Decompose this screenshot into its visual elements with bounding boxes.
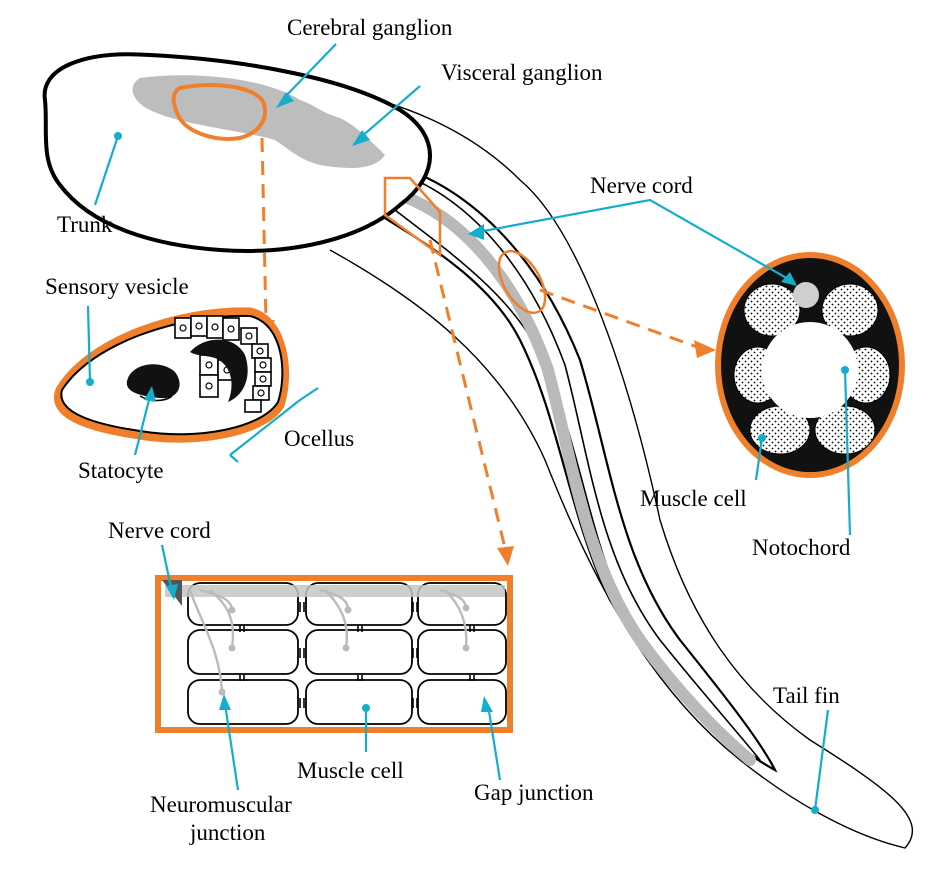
callout-cerebral-ganglion	[281, 43, 337, 101]
ocellus-bracket	[229, 387, 319, 463]
callout-statocyte	[133, 395, 152, 456]
callout-nerve-cord-bottom	[160, 544, 174, 593]
callout-gap-junction	[486, 704, 502, 781]
label-statocyte: Statocyte	[78, 458, 164, 483]
label-notochord: Notochord	[752, 535, 851, 560]
cross-section-panel	[715, 252, 905, 478]
arrow-to-cross-section	[539, 288, 701, 350]
callout-sensory-vesicle	[86, 305, 92, 383]
label-tail-fin: Tail fin	[773, 683, 840, 708]
callout-sensory-vesicle-dot	[86, 378, 94, 386]
label-gap-junction: Gap junction	[474, 780, 594, 805]
ganglion-mass	[132, 75, 385, 168]
callout-nerve-cord-top	[477, 198, 791, 281]
nerve-cord-section	[793, 282, 819, 308]
label-nerve-cord-bottom: Nerve cord	[108, 518, 211, 543]
callout-muscle-cell-right-dot	[758, 434, 766, 442]
callout-cerebral-ganglion-head	[276, 92, 294, 108]
muscle-panel	[155, 575, 513, 733]
arrow-to-sensory-vesicle	[260, 137, 268, 323]
label-cerebral-ganglion: Cerebral ganglion	[287, 15, 453, 40]
callout-statocyte-head	[144, 386, 156, 402]
callouts	[86, 43, 852, 814]
callout-nerve-cord-head-right	[781, 272, 797, 286]
sensory-vesicle-panel	[54, 307, 319, 463]
cerebral-ganglion-outline	[171, 83, 268, 141]
pigment-cup	[190, 339, 248, 402]
label-muscle-cell-bottom: Muscle cell	[297, 758, 404, 783]
otolith-base	[139, 395, 173, 402]
sample-arrows	[260, 137, 701, 549]
callout-tail-fin	[813, 709, 830, 811]
callout-trunk-dot	[114, 132, 122, 140]
callout-gap-junction-head	[481, 696, 493, 712]
otolith	[126, 364, 180, 399]
label-neuromuscular-line1: Neuromuscular	[150, 792, 292, 817]
label-ocellus: Ocellus	[284, 426, 354, 451]
arrowhead-muscle-panel	[497, 546, 514, 566]
callout-trunk	[93, 135, 120, 206]
larva-body	[42, 52, 914, 849]
nerve-cord-band	[165, 585, 505, 597]
callout-nerve-cord-head-left	[468, 224, 484, 240]
muscle-block-tl	[743, 283, 801, 337]
label-neuromuscular-line2: junction	[189, 820, 266, 845]
arrow-to-muscle-panel	[428, 239, 507, 549]
arrowhead-cross-section	[694, 340, 716, 358]
callout-neuromuscular	[223, 703, 240, 791]
gap-junctions	[239, 602, 475, 708]
callout-visceral-ganglion	[359, 85, 421, 139]
callout-notochord	[843, 369, 852, 536]
label-muscle-cell-right: Muscle cell	[640, 486, 747, 511]
callout-visceral-ganglion-head	[352, 130, 370, 146]
callout-neuromuscular-head	[219, 694, 231, 710]
label-nerve-cord-top: Nerve cord	[590, 173, 693, 198]
labels: Cerebral ganglion Visceral ganglion Trun…	[45, 15, 851, 845]
callout-tail-fin-dot	[811, 806, 819, 814]
neuromuscular-endings	[218, 604, 470, 696]
nerve-cord-stripe	[394, 189, 756, 766]
tail-sample-box	[383, 176, 442, 258]
callout-nerve-cord-bottom-head	[166, 584, 178, 600]
label-sensory-vesicle: Sensory vesicle	[45, 274, 189, 299]
callout-muscle-cell-right	[754, 437, 764, 481]
ocellus-cells	[174, 315, 272, 413]
callout-muscle-cell-bottom-dot	[362, 704, 370, 712]
notochord-core	[762, 322, 858, 418]
label-visceral-ganglion: Visceral ganglion	[441, 60, 603, 85]
label-trunk: Trunk	[57, 212, 113, 237]
tail-fin-outline	[329, 89, 914, 849]
tail-crosssection-sample	[497, 249, 547, 315]
callout-notochord-dot	[841, 366, 849, 374]
muscle-block-tr	[821, 283, 879, 337]
